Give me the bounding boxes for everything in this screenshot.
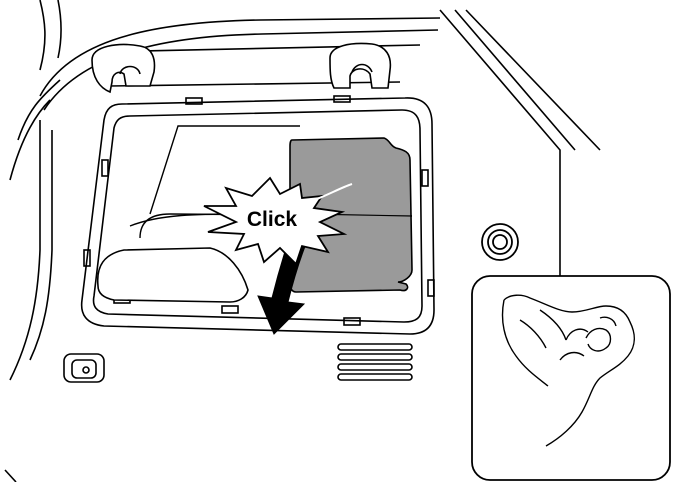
click-burst: Click bbox=[203, 176, 348, 266]
tie-down-hook-left bbox=[91, 43, 156, 94]
storage-compartment-frame bbox=[80, 95, 435, 335]
foam-block bbox=[96, 247, 249, 303]
latch-icon bbox=[63, 353, 105, 383]
panel-streak bbox=[313, 183, 353, 201]
trunk-trim-outline bbox=[4, 0, 601, 482]
round-plug-icon bbox=[481, 223, 519, 261]
hand-inset bbox=[471, 275, 671, 481]
tie-down-hook-right bbox=[329, 42, 392, 89]
click-label: Click bbox=[247, 208, 298, 231]
hand-pinch-icon bbox=[501, 294, 635, 447]
vent-grille bbox=[337, 343, 413, 381]
